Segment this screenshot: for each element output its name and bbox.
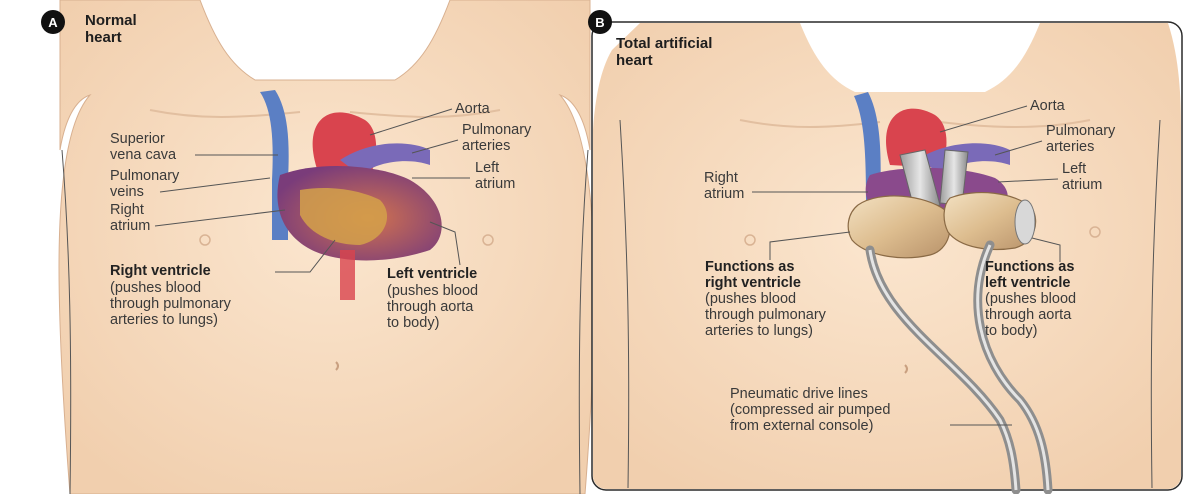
- inferior-vena-cava-a: [340, 250, 355, 300]
- label-right-atrium-b: Right atrium: [704, 170, 744, 202]
- device-right-ventricle-pod: [848, 196, 950, 258]
- label-drive-lines-b: Pneumatic drive lines (compressed air pu…: [730, 386, 894, 434]
- panel-b: B Total artificial heart Right atrium Ao…: [588, 10, 1182, 490]
- badge-b-letter: B: [595, 15, 604, 30]
- label-aorta-a: Aorta: [455, 101, 491, 117]
- label-aorta-b: Aorta: [1030, 98, 1066, 114]
- badge-a-letter: A: [48, 15, 58, 30]
- device-valve-ring: [1015, 200, 1035, 244]
- panel-a: A Normal heart Superior vena cava Pulmon…: [41, 0, 594, 494]
- label-superior-vena-cava-a: Superior vena cava: [110, 131, 177, 163]
- label-right-atrium-a: Right atrium: [110, 202, 150, 234]
